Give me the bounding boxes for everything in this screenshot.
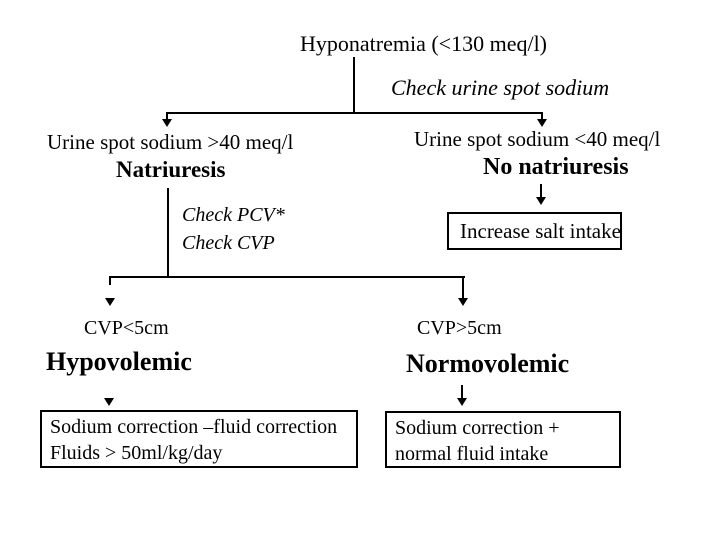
- arrow-down-cvp-low-icon: [105, 298, 115, 306]
- connector-root-stem: [353, 57, 355, 113]
- connector-branch1-right-stub: [541, 112, 543, 120]
- node-check-pcv: Check PCV*: [182, 204, 285, 226]
- connector-normovolemic-arrow: [461, 385, 463, 399]
- normovolemic-treatment-line2: normal fluid intake: [395, 443, 549, 465]
- node-hyponatremia: Hyponatremia (<130 meq/l): [300, 31, 548, 56]
- connector-branch2-left-stub: [109, 276, 111, 285]
- connector-natriuresis-stem: [167, 188, 169, 278]
- node-natriuresis: Natriuresis: [116, 157, 226, 182]
- node-urine-sodium-high: Urine spot sodium >40 meq/l: [47, 130, 294, 154]
- hypovolemic-treatment-line1: Sodium correction –fluid correction: [50, 416, 338, 438]
- arrow-down-left-branch-icon: [162, 119, 172, 127]
- arrow-down-normovolemic-box-icon: [457, 398, 467, 406]
- connector-branch2-right-stub: [462, 276, 464, 299]
- node-cvp-low: CVP<5cm: [84, 317, 169, 339]
- node-cvp-high: CVP>5cm: [417, 317, 502, 339]
- node-normovolemic: Normovolemic: [406, 349, 570, 378]
- arrow-down-salt-box-icon: [536, 197, 546, 205]
- node-hypovolemic: Hypovolemic: [46, 347, 192, 376]
- node-increase-salt-intake-box: Increase salt intake: [447, 212, 622, 250]
- connector-branch2-horizontal: [109, 276, 465, 278]
- node-urine-sodium-low: Urine spot sodium <40 meq/l: [414, 127, 661, 151]
- arrow-down-cvp-high-icon: [458, 298, 468, 306]
- node-check-cvp: Check CVP: [182, 232, 275, 254]
- connector-branch1-left-stub: [166, 112, 168, 120]
- connector-no-natriuresis-arrow: [540, 184, 542, 199]
- arrow-down-right-branch-icon: [537, 119, 547, 127]
- hypovolemic-treatment-line2: Fluids > 50ml/kg/day: [50, 442, 223, 464]
- node-normovolemic-treatment-box: Sodium correction + normal fluid intake: [385, 411, 621, 468]
- node-check-urine-sodium: Check urine spot sodium: [391, 75, 610, 100]
- normovolemic-treatment-line1: Sodium correction +: [395, 417, 560, 439]
- connector-branch1-horizontal: [166, 112, 543, 114]
- node-hypovolemic-treatment-box: Sodium correction –fluid correction Flui…: [40, 410, 358, 468]
- node-no-natriuresis: No natriuresis: [483, 154, 629, 180]
- arrow-down-hypovolemic-box-icon: [104, 398, 114, 406]
- increase-salt-intake-label: Increase salt intake: [460, 219, 621, 243]
